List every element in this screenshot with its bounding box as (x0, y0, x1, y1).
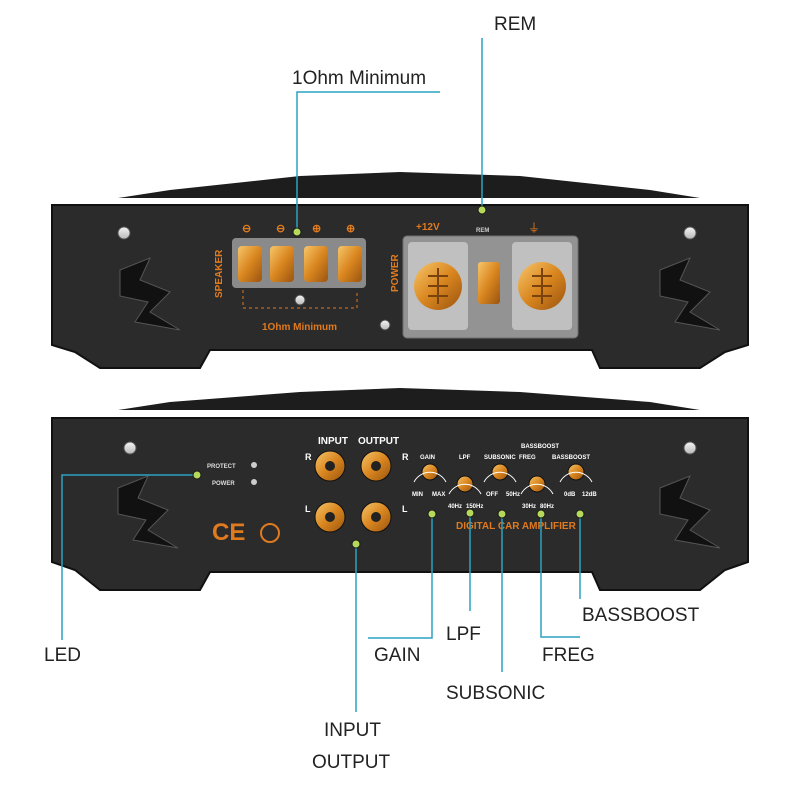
min-ohm-callout-line (296, 91, 440, 232)
subsonic-callout: SUBSONIC (446, 683, 546, 704)
minus-sign-1: ⊖ (242, 223, 251, 235)
callout-lines (61, 38, 581, 712)
brand-logo-icon (659, 257, 721, 331)
rca-output-r-center (371, 461, 381, 471)
hz40-label: 40Hz (448, 504, 462, 510)
min-ohm-callout: 1Ohm Minimum (292, 68, 427, 89)
protect-led (251, 462, 257, 468)
e-mark-icon (260, 523, 280, 543)
minus-sign-2: ⊖ (276, 223, 285, 235)
power-led-label: POWER (212, 481, 235, 487)
output-callout: OUTPUT (312, 752, 391, 773)
input-callout: INPUT (324, 720, 381, 741)
min-label: MIN (412, 492, 423, 498)
freg-panel-label: FREG (519, 455, 536, 461)
brand-logo-icon (117, 475, 179, 549)
min-ohm-bracket (242, 290, 358, 309)
off-label: OFF (486, 492, 498, 498)
rem-terminal[interactable] (478, 262, 500, 304)
power-label: POWER (390, 253, 401, 292)
freg-callout-line (540, 514, 580, 638)
ground-terminal-thread (532, 268, 552, 304)
speaker-terminal[interactable] (304, 246, 328, 282)
subsonic-dot (497, 509, 507, 519)
gain-callout: GAIN (374, 645, 421, 666)
speaker-label: SPEAKER (214, 249, 225, 298)
bassboost-dot (575, 509, 585, 519)
speaker-terminal[interactable] (238, 246, 262, 282)
gain-dot (427, 509, 437, 519)
screw-icon (117, 226, 131, 240)
bassboost-top-panel-label: BASSBOOST (521, 444, 559, 450)
ground-icon: ⏚ (528, 221, 540, 235)
screw-icon (294, 294, 306, 306)
hz80-label: 80Hz (540, 504, 554, 510)
lpf-callout: LPF (446, 624, 481, 645)
max-label: MAX (432, 492, 445, 498)
rca-output-l-center (371, 512, 381, 522)
bassboost-panel-label: BASSBOOST (552, 455, 590, 461)
db12-label: 12dB (582, 492, 597, 498)
rca-input-l-center (325, 512, 335, 522)
screw-icon (683, 226, 697, 240)
gain-panel-label: GAIN (420, 455, 435, 461)
input-output-dot (351, 539, 361, 549)
bottom-faceplate (51, 417, 749, 591)
rem-callout: REM (494, 14, 537, 35)
hz30-label: 30Hz (522, 504, 536, 510)
bassboost-callout: BASSBOOST (582, 605, 700, 626)
bottom-heatsink (118, 388, 700, 410)
bottom-amplifier: PROTECT POWER CE INPUT OUTPUT R R L L GA… (51, 388, 749, 591)
plus-sign-2: ⊕ (346, 223, 355, 235)
hz50-label: 50Hz (506, 492, 520, 498)
gain-callout-line (368, 514, 433, 639)
screw-icon (123, 441, 137, 455)
hz150-label: 150Hz (466, 504, 483, 510)
screw-icon (379, 319, 391, 331)
plus-sign-1: ⊕ (312, 223, 321, 235)
led-dot (192, 470, 202, 480)
knob-scale-arcs (413, 471, 593, 495)
protect-label: PROTECT (207, 464, 236, 470)
lpf-dot (465, 508, 475, 518)
rem-panel-label: REM (476, 228, 489, 234)
brand-logo-icon (659, 475, 721, 549)
speaker-terminal[interactable] (338, 246, 362, 282)
lpf-panel-label: LPF (459, 455, 471, 461)
db0-label: 0dB (564, 492, 576, 498)
rem-dot (477, 205, 487, 215)
top-heatsink (118, 172, 700, 198)
power-led (251, 479, 257, 485)
led-callout-line (61, 474, 197, 640)
brand-logo-icon (119, 257, 181, 331)
power-terminal-thread (428, 268, 448, 304)
ce-mark: CE (212, 519, 245, 546)
r-left-label: R (305, 452, 312, 462)
l-right-label: L (402, 504, 408, 514)
rca-input-r-center (325, 461, 335, 471)
subsonic-panel-label: SUBSONIC (484, 455, 516, 461)
plus-12v-label: +12V (416, 222, 440, 233)
output-panel-label: OUTPUT (358, 436, 399, 447)
speaker-terminal[interactable] (270, 246, 294, 282)
led-callout: LED (44, 645, 81, 666)
r-right-label: R (402, 452, 409, 462)
callout-dots (192, 205, 585, 549)
digital-amp-label: DIGITAL CAR AMPLIFIER (456, 521, 577, 532)
min-ohm-panel-label: 1Ohm Minimum (262, 322, 337, 333)
freg-callout: FREG (542, 645, 595, 666)
screw-icon (683, 441, 697, 455)
min-ohm-dot (292, 227, 302, 237)
l-left-label: L (305, 504, 311, 514)
speaker-terminal-block (232, 238, 366, 288)
input-panel-label: INPUT (318, 436, 348, 447)
freg-dot (536, 509, 546, 519)
top-amplifier: SPEAKER ⊖ ⊖ ⊕ ⊕ 1Ohm Minimum POWER +12V … (51, 172, 749, 369)
